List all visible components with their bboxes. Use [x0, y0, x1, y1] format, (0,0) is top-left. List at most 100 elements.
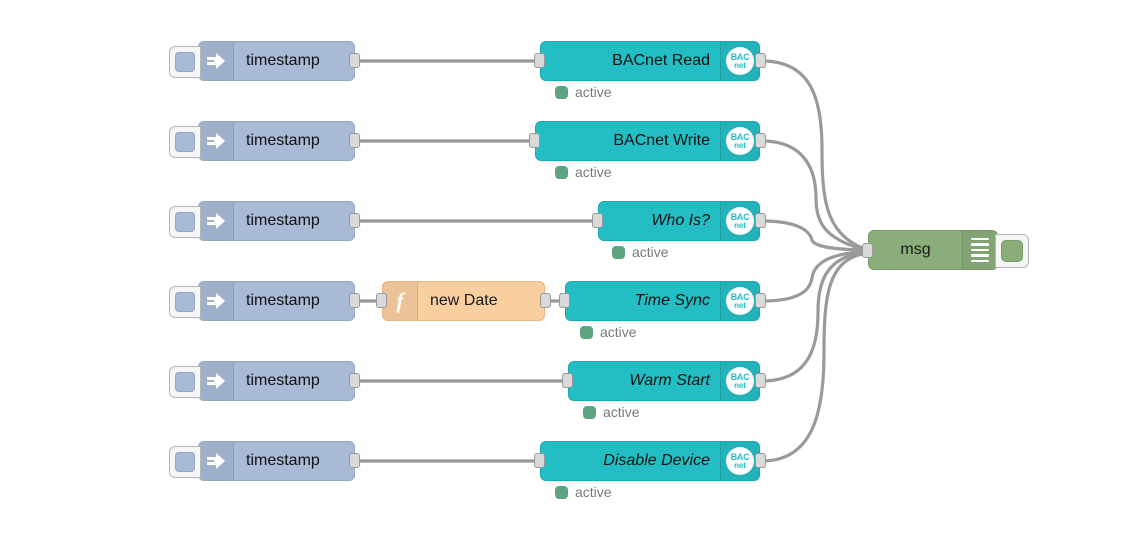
output-port[interactable]	[755, 133, 766, 148]
bacnet-logo-bottom: net	[734, 220, 746, 230]
bacnet-logo-circle: BAC net	[726, 127, 754, 155]
output-port[interactable]	[349, 373, 360, 388]
input-port[interactable]	[562, 373, 573, 388]
output-port[interactable]	[349, 213, 360, 228]
bacnet-node[interactable]: Disable Device BAC net	[540, 441, 760, 481]
debug-lines-icon	[962, 231, 997, 269]
inject-trigger-button[interactable]	[169, 446, 201, 478]
status-label: active	[600, 324, 637, 340]
bacnet-node[interactable]: BACnet Write BAC net	[535, 121, 760, 161]
status-badge: active	[555, 484, 612, 500]
bacnet-logo-icon: BAC net	[720, 282, 759, 320]
input-port[interactable]	[534, 453, 545, 468]
status-badge: active	[555, 164, 612, 180]
status-badge: active	[583, 404, 640, 420]
inject-trigger-button[interactable]	[169, 286, 201, 318]
debug-button-square-icon	[1001, 240, 1023, 262]
debug-line	[971, 259, 989, 263]
input-port[interactable]	[376, 293, 387, 308]
bacnet-logo-circle: BAC net	[726, 367, 754, 395]
bacnet-logo-circle: BAC net	[726, 447, 754, 475]
inject-button-square-icon	[175, 452, 195, 472]
status-dot-icon	[612, 245, 625, 259]
bacnet-logo-icon: BAC net	[720, 202, 759, 240]
arrow-glyph	[207, 213, 225, 229]
bacnet-node[interactable]: Who Is? BAC net	[598, 201, 760, 241]
inject-node[interactable]: timestamp	[169, 361, 355, 401]
inject-node-label: timestamp	[246, 212, 320, 229]
bacnet-logo-icon: BAC net	[720, 122, 759, 160]
function-f-glyph: f	[396, 289, 406, 313]
input-port[interactable]	[534, 53, 545, 68]
output-port[interactable]	[349, 133, 360, 148]
status-dot-icon	[583, 405, 596, 419]
bacnet-logo-top: BAC	[730, 131, 750, 142]
inject-node-label: timestamp	[246, 452, 320, 469]
output-port[interactable]	[349, 293, 360, 308]
output-port[interactable]	[755, 213, 766, 228]
input-port[interactable]	[529, 133, 540, 148]
inject-node[interactable]: timestamp	[169, 201, 355, 241]
status-label: active	[603, 404, 640, 420]
bacnet-logo-top: BAC	[730, 211, 750, 222]
inject-node[interactable]: timestamp	[169, 441, 355, 481]
output-port[interactable]	[540, 293, 551, 308]
inject-button-square-icon	[175, 372, 195, 392]
arrow-glyph	[207, 373, 225, 389]
bacnet-logo-top: BAC	[730, 451, 750, 462]
bacnet-node[interactable]: BACnet Read BAC net	[540, 41, 760, 81]
inject-node-label: timestamp	[246, 372, 320, 389]
status-dot-icon	[580, 325, 593, 339]
bacnet-logo-circle: BAC net	[726, 207, 754, 235]
status-dot-icon	[555, 85, 568, 99]
inject-node[interactable]: timestamp	[169, 281, 355, 321]
inject-trigger-button[interactable]	[169, 46, 201, 78]
input-port[interactable]	[862, 243, 873, 258]
status-badge: active	[580, 324, 637, 340]
output-port[interactable]	[755, 453, 766, 468]
inject-node[interactable]: timestamp	[169, 41, 355, 81]
output-port[interactable]	[755, 373, 766, 388]
bacnet-logo-icon: BAC net	[720, 362, 759, 400]
status-badge: active	[612, 244, 669, 260]
inject-node[interactable]: timestamp	[169, 121, 355, 161]
debug-line	[971, 248, 989, 252]
output-port[interactable]	[755, 293, 766, 308]
inject-trigger-button[interactable]	[169, 366, 201, 398]
bacnet-node[interactable]: Warm Start BAC net	[568, 361, 760, 401]
inject-button-square-icon	[175, 132, 195, 152]
inject-trigger-button[interactable]	[169, 206, 201, 238]
status-dot-icon	[555, 165, 568, 179]
bacnet-logo-bottom: net	[734, 140, 746, 150]
debug-node-label: msg	[900, 241, 931, 258]
status-label: active	[575, 84, 612, 100]
function-node[interactable]: f new Date	[382, 281, 545, 321]
function-f-icon: f	[383, 282, 418, 320]
bacnet-logo-bottom: net	[734, 460, 746, 470]
bacnet-node[interactable]: Time Sync BAC net	[565, 281, 760, 321]
wire-to-debug-3	[760, 219, 864, 252]
bacnet-logo-icon: BAC net	[720, 442, 759, 480]
debug-node[interactable]: msg	[868, 230, 1029, 270]
inject-button-square-icon	[175, 212, 195, 232]
bacnet-logo-icon: BAC net	[720, 42, 759, 80]
input-port[interactable]	[559, 293, 570, 308]
debug-toggle-button[interactable]	[995, 234, 1029, 268]
inject-node-label: timestamp	[246, 132, 320, 149]
input-port[interactable]	[592, 213, 603, 228]
wire-to-debug-4	[760, 250, 864, 303]
output-port[interactable]	[755, 53, 766, 68]
svg-text:f: f	[396, 289, 406, 313]
output-port[interactable]	[349, 453, 360, 468]
status-dot-icon	[555, 485, 568, 499]
wire-to-debug-6	[760, 252, 864, 463]
status-label: active	[575, 484, 612, 500]
output-port[interactable]	[349, 53, 360, 68]
bacnet-node-label: BACnet Read	[612, 52, 710, 69]
debug-line	[971, 254, 989, 257]
arrow-glyph	[207, 293, 225, 309]
inject-trigger-button[interactable]	[169, 126, 201, 158]
inject-arrow-icon	[199, 362, 234, 400]
debug-line	[971, 237, 989, 241]
